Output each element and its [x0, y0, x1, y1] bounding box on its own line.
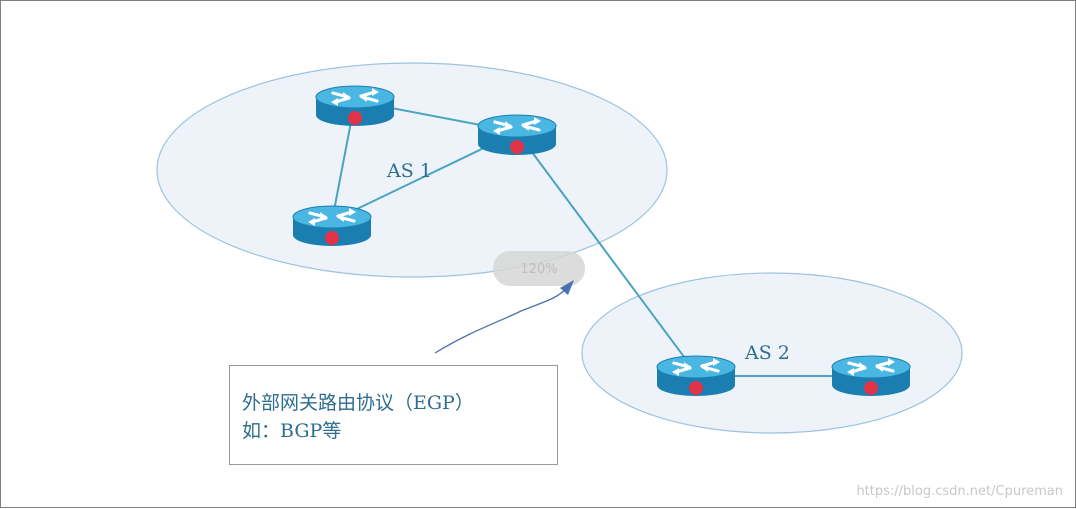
- watermark: https://blog.csdn.net/Cpureman: [856, 484, 1063, 499]
- zoom-indicator-text: 120%: [520, 262, 557, 277]
- router-icon[interactable]: [476, 113, 558, 157]
- pointer-arrow: [434, 287, 568, 354]
- note-line-1: 外部网关路由协议（EGP）: [242, 392, 474, 414]
- as2-label: AS 2: [744, 342, 790, 364]
- note-line-2: 如：BGP等: [242, 420, 342, 442]
- link-r2-r4: [516, 131, 697, 374]
- zoom-indicator: [493, 251, 585, 286]
- router-icon[interactable]: [314, 84, 396, 128]
- arrowhead-icon: [560, 280, 574, 295]
- as1-label: AS 1: [386, 160, 432, 182]
- router-icon[interactable]: [655, 354, 737, 398]
- router-icon[interactable]: [291, 204, 373, 248]
- note-box: 外部网关路由协议（EGP） 如：BGP等: [229, 365, 558, 465]
- router-icon[interactable]: [830, 354, 912, 398]
